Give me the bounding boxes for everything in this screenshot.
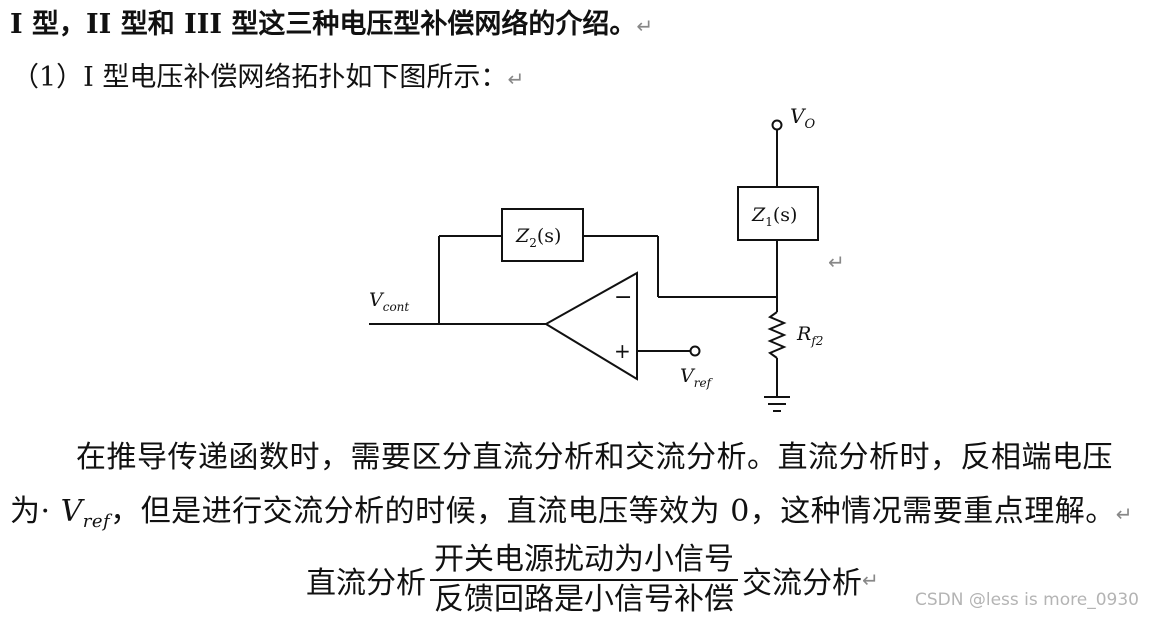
document-heading: I 型，II 型和 III 型这三种电压型补偿网络的介绍。↵ xyxy=(10,2,653,41)
heading-text: I 型，II 型和 III 型这三种电压型补偿网络的介绍。 xyxy=(10,9,637,40)
z1-box xyxy=(737,186,819,241)
paragraph-line-1-text: 在推导传递函数时，需要区分直流分析和交流分析。直流分析时，反相端电压 xyxy=(76,440,1113,475)
return-mark-icon: ↵ xyxy=(636,14,654,38)
z2-label: Z2(s) xyxy=(515,225,561,250)
op-amp-triangle xyxy=(544,271,638,381)
paragraph-line-2-suffix: ，但是进行交流分析的时候，直流电压等效为 0，这种情况需要重点理解。 xyxy=(110,494,1116,529)
csdn-watermark: CSDN @less is more_0930 xyxy=(915,590,1139,610)
vref-inline-main: V xyxy=(60,494,83,529)
z1-label: Z1(s) xyxy=(751,204,797,229)
vref-inline-variable: Vref xyxy=(60,494,111,532)
vo-label: VO xyxy=(790,104,815,132)
vref-terminal xyxy=(689,345,701,357)
section-subheading: （1）I 型电压补偿网络拓扑如下图所示：↵ xyxy=(12,55,524,94)
formula-fraction: 开关电源扰动为小信号 反馈回路是小信号补偿 xyxy=(430,543,738,617)
formula-numerator: 开关电源扰动为小信号 xyxy=(430,543,738,581)
type-i-compensation-circuit: − + VO Z1(s) Z2(s) Vcont Rf2 Vref ↵ xyxy=(369,104,845,412)
vref-inline-sub: ref xyxy=(82,511,111,532)
formula-denominator: 反馈回路是小信号补偿 xyxy=(434,582,734,617)
paragraph-line-2-prefix: 为· xyxy=(10,494,61,529)
return-mark-icon: ↵ xyxy=(862,568,879,592)
subheading-text: （1）I 型电压补偿网络拓扑如下图所示： xyxy=(12,62,508,93)
rf2-label: Rf2 xyxy=(796,323,823,348)
vcont-label: Vcont xyxy=(369,289,409,314)
paragraph-line-1: 在推导传递函数时，需要区分直流分析和交流分析。直流分析时，反相端电压 xyxy=(76,432,1113,476)
minus-sign: − xyxy=(614,285,632,310)
return-mark-icon: ↵ xyxy=(828,250,845,274)
rf2-resistor xyxy=(767,311,787,359)
return-mark-icon: ↵ xyxy=(507,67,525,91)
analysis-formula: 直流分析 开关电源扰动为小信号 反馈回路是小信号补偿 交流分析↵ xyxy=(306,540,879,620)
plus-sign: + xyxy=(614,339,631,363)
vref-label: Vref xyxy=(680,365,714,390)
vo-terminal xyxy=(771,119,783,131)
paragraph-line-2: 为· Vref，但是进行交流分析的时候，直流电压等效为 0，这种情况需要重点理解… xyxy=(10,486,1133,532)
return-mark-icon: ↵ xyxy=(1115,502,1134,526)
formula-right-text: 交流分析 xyxy=(742,566,862,601)
formula-left-text: 直流分析 xyxy=(306,566,426,601)
